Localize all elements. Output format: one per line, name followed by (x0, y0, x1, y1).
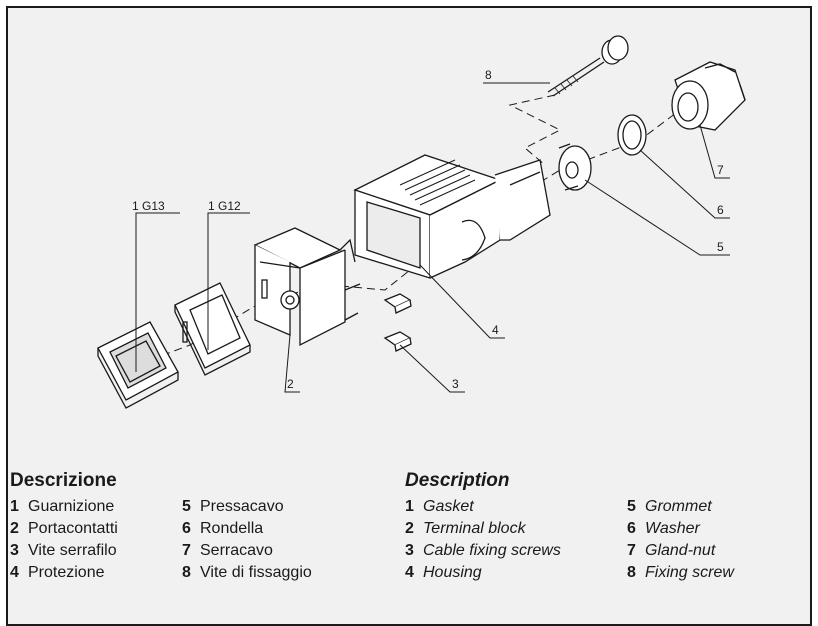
cable-fixing-screws-part (383, 293, 412, 352)
callout-3: 3 (452, 377, 459, 391)
gland-nut-part (671, 61, 746, 131)
exploded-view-drawing: 1 G13 1 G12 2 3 4 5 6 7 8 (97, 35, 746, 409)
gasket-g12-part (174, 282, 251, 376)
fixing-screw-part (547, 35, 629, 97)
washer-part (617, 114, 647, 156)
callout-5: 5 (717, 240, 724, 254)
callout-8: 8 (485, 68, 492, 82)
leader-lines (135, 82, 730, 393)
callout-2: 2 (287, 377, 294, 391)
callout-6: 6 (717, 203, 724, 217)
gasket-g13-part (97, 321, 179, 409)
callout-gasket-g13: 1 G13 (132, 199, 165, 213)
legend-english-title: Description (405, 470, 510, 491)
callout-gasket-g12: 1 G12 (208, 199, 241, 213)
legend-italian-title: Descrizione (10, 470, 117, 491)
callout-7: 7 (717, 163, 724, 177)
assembly-axis (149, 94, 681, 361)
grommet-part (558, 143, 592, 191)
housing-part (353, 154, 551, 279)
terminal-block-part (253, 227, 361, 347)
callout-4: 4 (492, 323, 499, 337)
